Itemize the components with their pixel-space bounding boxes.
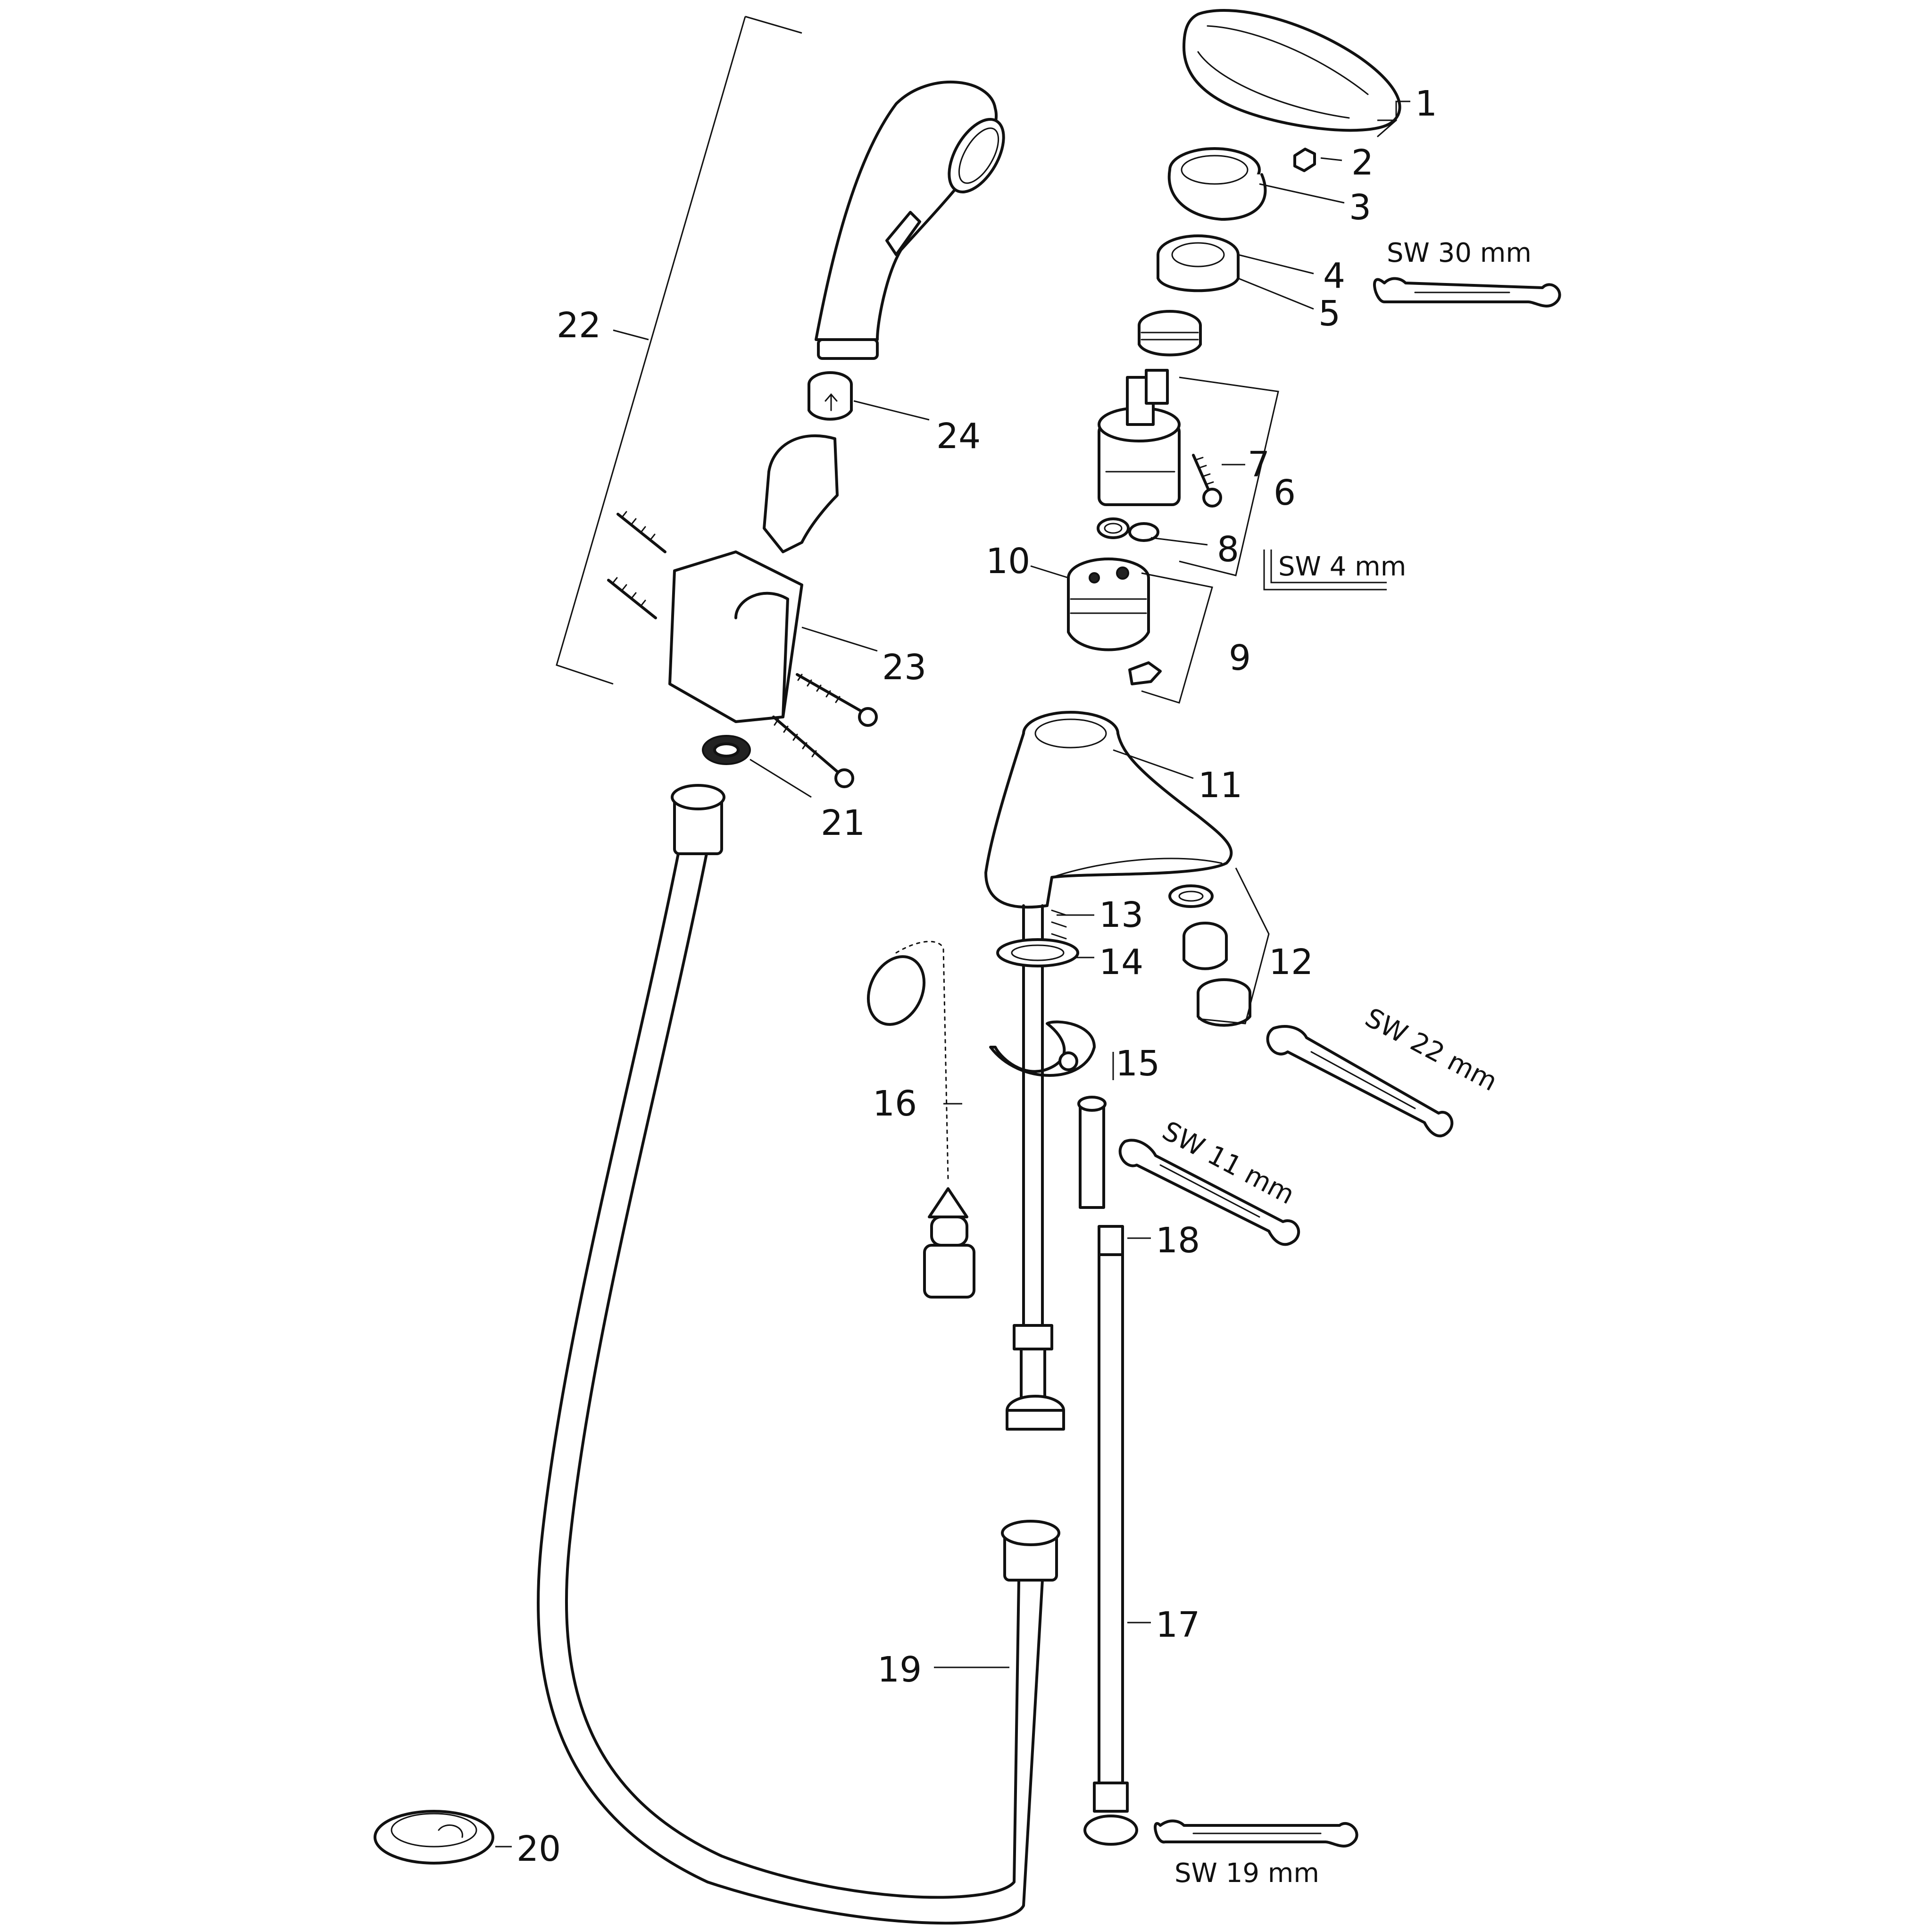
cartridge-screw-part (1192, 454, 1222, 508)
chain-and-plug-part (866, 941, 975, 1299)
callout-3: 3 (1349, 187, 1371, 228)
callout-23: 23 (882, 647, 926, 688)
callout-17: 17 (1156, 1605, 1200, 1645)
hex-spacer-part (1077, 1096, 1107, 1209)
callout-20: 20 (516, 1829, 561, 1869)
callout-12: 12 (1269, 942, 1313, 983)
threaded-ring-part (1138, 310, 1202, 357)
hex-nut-part (1157, 234, 1240, 292)
o-rings-part (1097, 517, 1159, 542)
callout-13: 13 (1099, 895, 1143, 935)
hex-key-4mm-icon (1263, 550, 1387, 591)
sw19-label: SW 19 mm (1174, 1858, 1319, 1889)
callout-7: 7 (1248, 444, 1270, 485)
swivel-nut-part (808, 371, 853, 421)
wrench-11mm-icon (1118, 1139, 1300, 1246)
callout-10: 10 (986, 541, 1030, 582)
shower-hose-part (537, 784, 1060, 1925)
callout-15: 15 (1116, 1043, 1160, 1084)
callout-5: 5 (1318, 293, 1341, 334)
leader-lines (495, 16, 1410, 1848)
diverter-part (1067, 558, 1150, 651)
sw4-label: SW 4 mm (1278, 551, 1406, 582)
wrench-19mm-icon (1154, 1819, 1358, 1848)
supply-hose-part (1083, 1225, 1138, 1846)
callout-8: 8 (1217, 529, 1239, 570)
cartridge-part (1098, 369, 1181, 506)
horseshoe-plate-part (989, 1020, 1096, 1077)
callout-1: 1 (1415, 83, 1437, 124)
callout-22: 22 (557, 305, 601, 346)
sw30-label: SW 30 mm (1387, 238, 1532, 268)
cover-cap-part (1167, 147, 1267, 221)
wrench-22mm-icon (1266, 1025, 1454, 1138)
callout-24: 24 (936, 416, 981, 457)
callout-21: 21 (821, 803, 865, 843)
stud-and-washer-part (996, 904, 1079, 973)
callout-16: 16 (873, 1083, 917, 1124)
wrench-30mm-icon (1373, 277, 1561, 308)
holder-assembly-part (607, 434, 878, 788)
callout-labels: 1 2 3 4 5 6 7 8 9 10 11 12 13 14 15 16 1… (516, 83, 1437, 1869)
callout-6: 6 (1274, 473, 1296, 513)
callout-11: 11 (1198, 765, 1242, 806)
aerator-set-part (1168, 884, 1251, 1027)
callout-14: 14 (1099, 942, 1143, 983)
lever-handle-part (1183, 9, 1401, 132)
callout-9: 9 (1229, 638, 1251, 678)
mixer-body-part (984, 711, 1233, 909)
callout-18: 18 (1156, 1220, 1200, 1261)
filter-washer-part (702, 735, 751, 765)
hand-shower-part (815, 80, 1005, 360)
clip-part (1128, 661, 1162, 685)
callout-19: 19 (877, 1649, 922, 1690)
pull-rod-part (1006, 970, 1065, 1431)
rosette-part (374, 1810, 494, 1865)
callout-4: 4 (1323, 256, 1345, 296)
callout-2: 2 (1351, 142, 1374, 183)
grub-screw-part (1293, 148, 1316, 172)
